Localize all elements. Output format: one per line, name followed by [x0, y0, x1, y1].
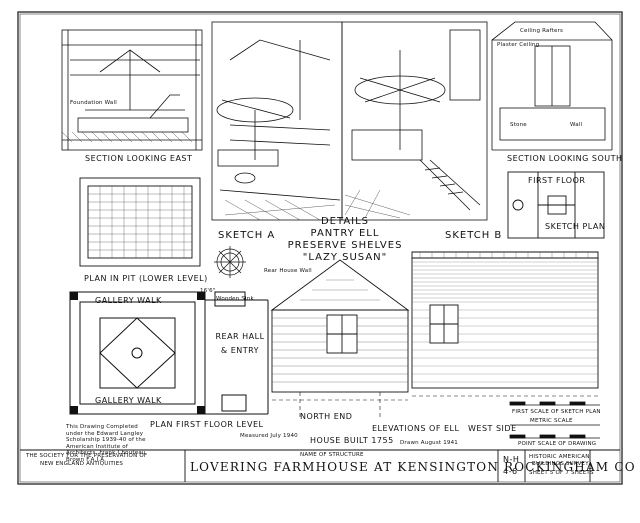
- label-point-scale: POINT SCALE OF DRAWING: [518, 441, 597, 447]
- north-end-elevation: [270, 259, 410, 393]
- title-sheet-number: SHEET 5 OF 7 SHEETS: [529, 470, 594, 476]
- label-lazy-susan: "LAZY SUSAN": [302, 252, 388, 263]
- sketch-a-floor-tiles: [224, 199, 336, 221]
- label-metric-scale: METRIC SCALE: [530, 418, 573, 424]
- label-plan-in-pit: PLAN IN PIT (LOWER LEVEL): [84, 274, 208, 283]
- label-plan-first-floor: PLAN FIRST FLOOR LEVEL: [150, 420, 264, 429]
- label-section-south: SECTION LOOKING SOUTH: [507, 154, 623, 163]
- north-end-siding: [272, 279, 408, 383]
- label-elevations: ELEVATIONS OF ELL: [372, 424, 460, 433]
- plan-in-pit-drawing: [79, 177, 201, 267]
- title-name-label: NAME OF STRUCTURE: [300, 452, 364, 458]
- title-survey-number: 4-6: [503, 467, 518, 476]
- label-dimension: 16'6": [200, 288, 216, 294]
- label-north-end: NORTH END: [300, 412, 353, 421]
- section-south-drawing: [491, 21, 613, 151]
- label-details: DETAILS: [320, 216, 370, 227]
- label-gallery-walk-bottom: GALLERY WALK: [95, 396, 162, 405]
- scale-bars: [509, 401, 600, 439]
- label-house-built: HOUSE BUILT 1755: [310, 436, 394, 445]
- title-survey-state: N-H: [503, 455, 520, 464]
- west-side-roof-fill: [412, 261, 598, 383]
- foundation-dashed: [272, 392, 598, 420]
- sketch-a-drawing: [211, 21, 343, 221]
- label-west-side: WEST SIDE: [468, 424, 517, 433]
- label-first-floor: FIRST FLOOR: [528, 176, 586, 185]
- label-wall: Wall: [570, 122, 583, 128]
- label-foundation-wall: Foundation Wall: [70, 100, 117, 106]
- title-society-line1: THE SOCIETY FOR THE PRESERVATION OF: [26, 453, 148, 459]
- label-stone: Stone: [510, 122, 527, 128]
- section-east-hatch: [61, 131, 193, 143]
- sketch-b-drawing: [341, 21, 488, 221]
- label-preserve-shelves: PRESERVE SHELVES: [287, 240, 403, 251]
- label-sketch-plan: SKETCH PLAN: [545, 222, 606, 231]
- label-measured: Measured July 1940: [240, 433, 298, 439]
- plan-first-floor-poche: [70, 292, 205, 414]
- plan-in-pit-brick-pattern: [88, 186, 192, 258]
- title-habs-line1: HISTORIC AMERICAN: [529, 454, 590, 460]
- label-scholarship-note: This Drawing Completed under the Edward …: [66, 424, 146, 463]
- label-rear-wall: Rear House Wall: [264, 268, 312, 274]
- label-sketch-a: SKETCH A: [218, 230, 276, 241]
- label-gallery-walk-top: GALLERY WALK: [95, 296, 162, 305]
- west-side-roof-shingles: [419, 252, 589, 258]
- west-side-elevation: [411, 251, 599, 389]
- title-society-line2: NEW ENGLAND ANTIQUITIES: [40, 461, 124, 467]
- title-habs-line2: BUILDINGS SURVEY: [532, 461, 589, 467]
- title-structure-name: LOVERING FARMHOUSE AT KENSINGTON ROCKING…: [190, 460, 640, 474]
- label-plaster-ceiling: Plaster Ceiling: [497, 42, 540, 48]
- sketch-plan-drawing: [507, 171, 605, 239]
- label-ceiling-rafters: Ceiling Rafters: [520, 28, 564, 34]
- sketch-b-floor-tiles: [344, 189, 411, 219]
- label-pantry-ell: PANTRY ELL: [310, 228, 380, 239]
- section-east-drawing: [61, 29, 203, 151]
- label-wooden-sink: Wooden Sink: [216, 296, 254, 302]
- compass-rose: [214, 246, 246, 278]
- plan-first-floor-drawing: [69, 291, 269, 415]
- title-block-frame: [20, 449, 620, 482]
- label-section-east: SECTION LOOKING EAST: [85, 154, 193, 163]
- label-rear-hall: REAR HALL & ENTRY: [215, 332, 265, 355]
- label-drawn: Drawn August 1941: [400, 440, 458, 446]
- label-first-scale: FIRST SCALE OF SKETCH PLAN: [512, 409, 601, 415]
- label-sketch-b: SKETCH B: [445, 230, 503, 241]
